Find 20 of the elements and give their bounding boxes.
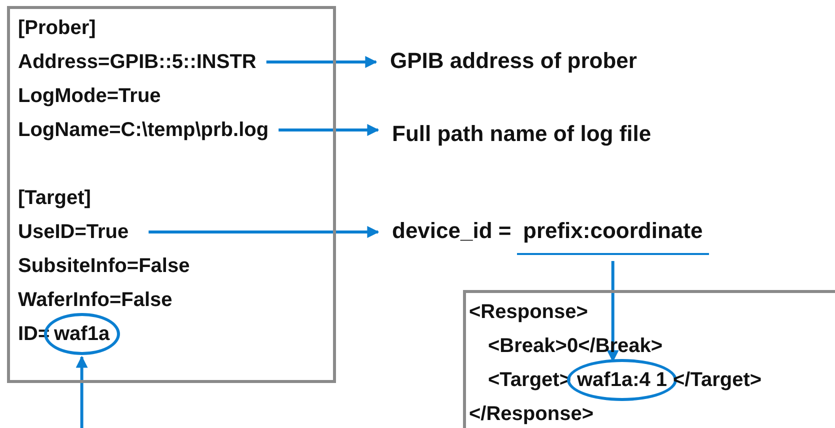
response-box <box>463 290 835 428</box>
arrow <box>266 56 378 68</box>
arrow <box>148 226 380 238</box>
config-line: [Prober] <box>18 15 96 41</box>
arrow <box>76 356 88 428</box>
config-line: <Response> <box>469 299 588 325</box>
config-line: [Target] <box>18 185 91 211</box>
config-line: </Response> <box>469 401 594 427</box>
annotation-text: device_id = <box>392 217 512 245</box>
config-line: LogName=C:\temp\prb.log <box>18 117 269 143</box>
annotation-text: GPIB address of prober <box>390 47 637 75</box>
config-line: LogMode=True <box>18 83 161 109</box>
config-line: SubsiteInfo=False <box>18 253 190 279</box>
config-line: WaferInfo=False <box>18 287 172 313</box>
config-file-box <box>7 6 336 383</box>
config-line: Address=GPIB::5::INSTR <box>18 49 256 75</box>
underlined-text: prefix:coordinate <box>517 217 709 255</box>
arrow <box>278 124 380 136</box>
annotation-text: Full path name of log file <box>392 120 652 148</box>
config-line: UseID=True <box>18 219 129 245</box>
